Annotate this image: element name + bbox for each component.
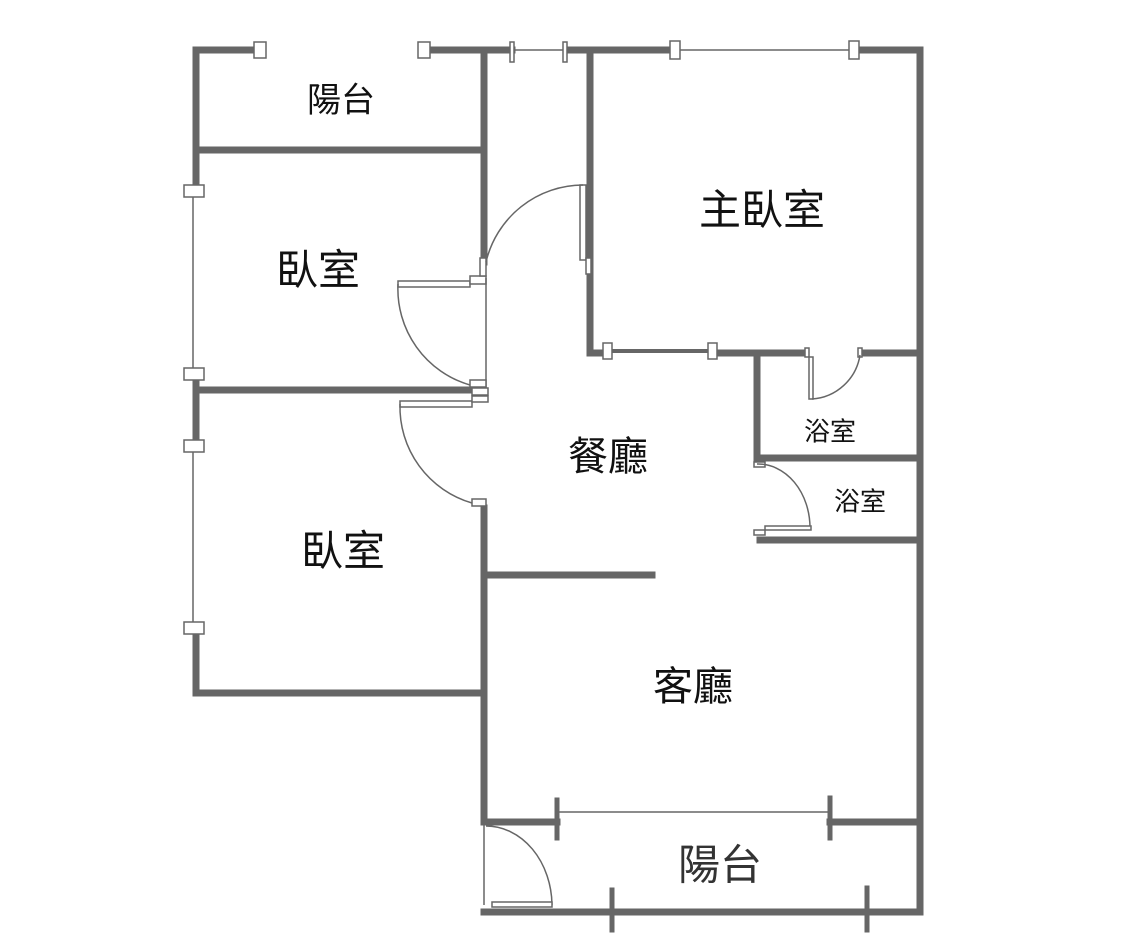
room-label-bedroom-1: 臥室	[275, 245, 361, 295]
doors	[397, 184, 863, 908]
room-label-living-room: 客廳	[653, 664, 733, 710]
walls	[192, 46, 924, 916]
room-label-bathroom-2: 浴室	[833, 487, 887, 518]
room-label-dining-room: 餐廳	[568, 434, 648, 480]
windows	[183, 40, 870, 933]
room-label-balcony-bottom: 陽台	[677, 840, 763, 890]
room-label-master-bedroom: 主臥室	[698, 185, 826, 235]
room-label-bedroom-2: 臥室	[300, 526, 386, 576]
room-label-balcony-top: 陽台	[307, 80, 375, 121]
room-label-bathroom-1: 浴室	[803, 417, 857, 448]
